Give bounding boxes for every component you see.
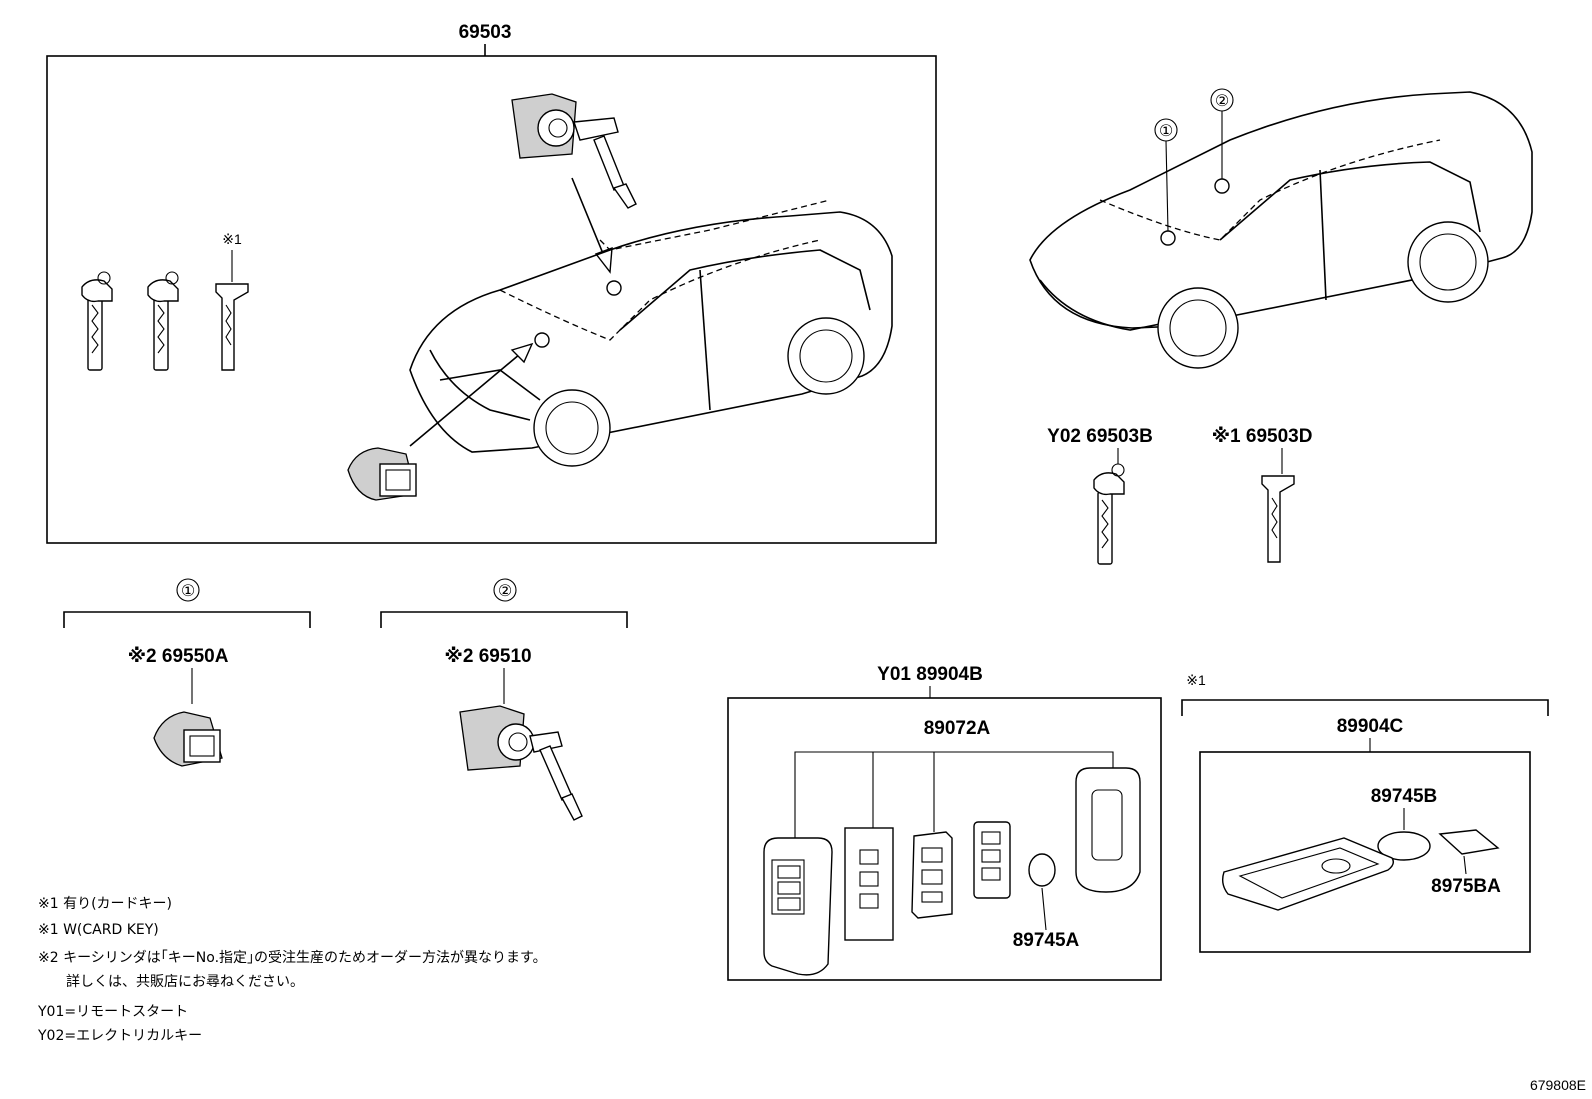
- ignition-switch-icon: [511, 93, 637, 209]
- key-icon: [1093, 463, 1125, 565]
- group-frame-69503: [46, 55, 937, 544]
- door-lock-cylinder-icon: [153, 711, 223, 767]
- legend-line: Y02=エレクトリカルキー: [37, 1028, 202, 1044]
- leader-line: [1041, 887, 1047, 931]
- leader-line: [1165, 140, 1169, 232]
- leader-bracket: [794, 751, 1114, 838]
- vehicle-icon: [409, 199, 893, 467]
- ref-circle-2: [493, 578, 517, 602]
- label-69503d[interactable]: ※1 69503D: [1212, 426, 1313, 447]
- group-bracket-2: [380, 611, 628, 628]
- note-line: ※2 キーシリンダは｢キーNo.指定｣の受注生産のためオーダー方法が異なります。: [38, 950, 547, 966]
- legend-line: Y01=リモートスタート: [37, 1004, 188, 1020]
- ignition-switch-icon: [459, 705, 583, 821]
- note-line: ※1 W(CARD KEY): [38, 922, 159, 938]
- card-key-icon: [215, 283, 249, 371]
- card-part-icon: [1438, 829, 1500, 855]
- note-line: ※1 有り(カードキー): [38, 896, 172, 912]
- door-lock-cylinder-icon: [347, 447, 417, 501]
- note-line: 詳しくは、共販店にお尋ねください。: [38, 974, 304, 990]
- group-bracket-1: [63, 611, 311, 628]
- note-mark-card-group: ※1: [1186, 672, 1206, 688]
- label-y02-69503b[interactable]: Y02 69503B: [1047, 426, 1153, 447]
- group-bracket-card: [1181, 699, 1549, 716]
- circuit-board-icon: [911, 831, 953, 919]
- ref-circle-1-label: ①: [1159, 123, 1173, 140]
- key-case-icon: [973, 821, 1011, 899]
- key-icon: [81, 271, 113, 371]
- ref-circle-1-label: ①: [181, 583, 195, 600]
- label-89904c[interactable]: 89904C: [1337, 716, 1404, 737]
- group-frame-89904b: [727, 697, 1162, 981]
- battery-icon: [1028, 853, 1056, 887]
- vehicle-icon: [1029, 91, 1533, 369]
- ref-circle-2-label: ②: [1215, 93, 1229, 110]
- key-cover-icon: [1075, 767, 1141, 893]
- key-icon: [147, 271, 179, 371]
- label-8975ba[interactable]: 8975BA: [1431, 876, 1501, 897]
- ref-circle-1: [176, 578, 200, 602]
- arrow-line: [571, 177, 605, 257]
- ref-circle-2-label: ②: [498, 583, 512, 600]
- label-89072a[interactable]: 89072A: [924, 718, 991, 739]
- label-y01-89904b[interactable]: Y01 89904B: [877, 664, 983, 685]
- label-69550a[interactable]: ※2 69550A: [128, 646, 229, 667]
- label-group-69503[interactable]: 69503: [459, 22, 512, 43]
- group-frame-89904c: [1199, 751, 1531, 953]
- battery-icon: [1377, 831, 1431, 861]
- drawing-number: 679808E: [1530, 1077, 1586, 1093]
- note-mark-card-key: ※1: [222, 231, 242, 247]
- label-89745b[interactable]: 89745B: [1371, 786, 1438, 807]
- smart-key-fob-icon: [763, 837, 833, 976]
- card-key-icon: [1261, 475, 1295, 563]
- arrow-head: [510, 342, 534, 364]
- label-69510[interactable]: ※2 69510: [444, 646, 531, 667]
- leader-line: [1463, 855, 1467, 875]
- label-89745a[interactable]: 89745A: [1013, 930, 1080, 951]
- card-key-body-icon: [1221, 837, 1395, 911]
- arrow-line: [409, 353, 521, 447]
- button-pad-icon: [844, 827, 894, 941]
